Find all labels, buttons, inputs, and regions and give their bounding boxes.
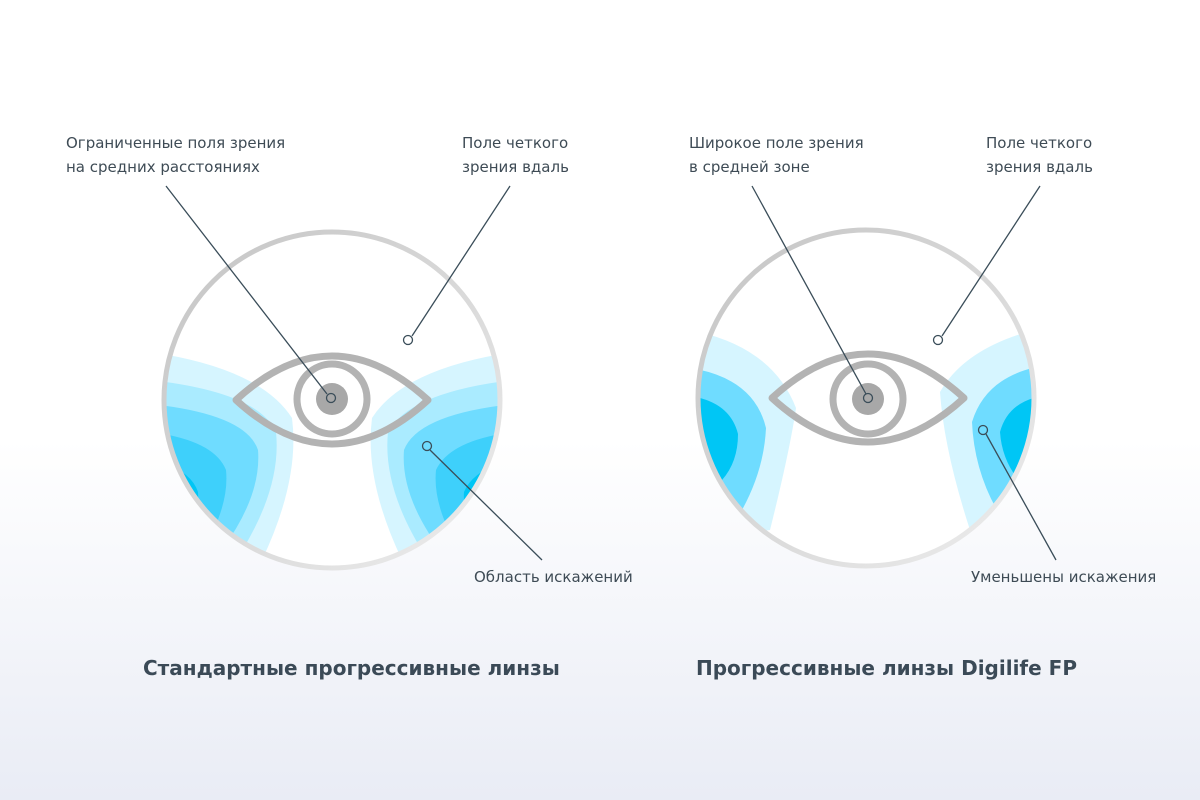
- eye-icon: [768, 350, 968, 446]
- label-limited-fields: Ограниченные поля зрения на средних расс…: [66, 134, 286, 176]
- caption-digilife-lenses: Прогрессивные линзы Digilife FP: [696, 656, 1077, 680]
- digilife-lens: [695, 185, 1057, 569]
- label-distortion-area: Область искажений: [474, 568, 633, 586]
- standard-leader-lines: [165, 185, 543, 561]
- label-far-vision-digilife: Поле четкого зрения вдаль: [986, 134, 1093, 176]
- standard-lens: [161, 185, 543, 571]
- label-reduced-distortion: Уменьшены искажения: [971, 568, 1157, 586]
- digilife-leader-lines: [751, 185, 1057, 561]
- label-wide-field: Широкое поле зрения в средней зоне: [689, 134, 864, 176]
- label-far-vision-standard: Поле четкого зрения вдаль: [462, 134, 569, 176]
- lens-rim: [161, 229, 503, 571]
- caption-standard-lenses: Стандартные прогрессивные линзы: [143, 656, 560, 680]
- lens-rim: [695, 227, 1037, 569]
